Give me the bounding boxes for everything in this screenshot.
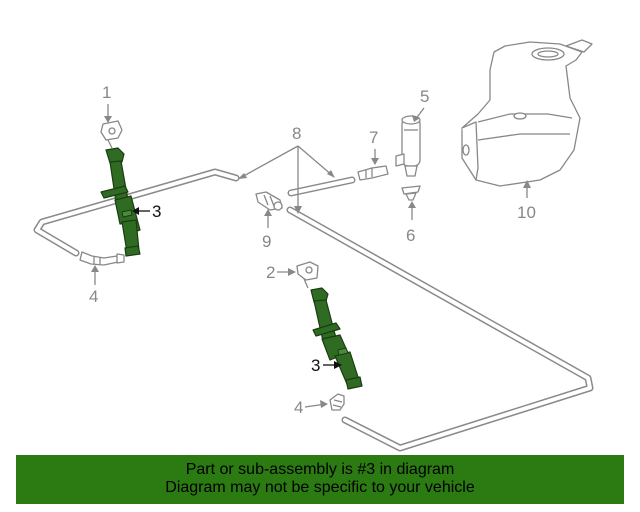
part-4-elbow-lower: [329, 393, 345, 411]
callout-6-label: 6: [406, 226, 415, 245]
callout-4-lower-label: 4: [294, 398, 303, 417]
callout-4-lower: 4: [294, 398, 328, 417]
callout-9: 9: [262, 209, 272, 251]
part-3-washer-nozzle-lower: [310, 287, 363, 390]
part-10-washer-reservoir: [461, 39, 593, 187]
washer-hose-right: [286, 206, 594, 452]
callout-1-label: 1: [102, 83, 111, 102]
part-5-washer-pump: [395, 115, 421, 177]
banner-line-2: Diagram may not be specific to your vehi…: [165, 479, 475, 496]
callout-8-label: 8: [292, 124, 301, 143]
washer-hose-upper: [287, 176, 356, 197]
part-6-grommet: [401, 185, 421, 201]
callout-6: 6: [406, 201, 416, 245]
callout-2: 2: [266, 263, 296, 282]
callout-5: 5: [412, 87, 429, 122]
part-2-nozzle-cap: [296, 261, 319, 289]
callout-4-upper: 4: [89, 265, 99, 306]
callout-7: 7: [369, 128, 379, 165]
washer-hose-left: [33, 168, 240, 257]
callout-3-upper: 3: [132, 202, 161, 221]
callout-2-label: 2: [266, 263, 275, 282]
callout-9-label: 9: [262, 232, 271, 251]
part-1-nozzle-cap: [100, 120, 123, 149]
callout-7-label: 7: [369, 128, 378, 147]
part-9-check-valve: [255, 191, 283, 211]
part-7-connector: [357, 165, 389, 181]
callout-10-label: 10: [517, 203, 536, 222]
callout-3-upper-label: 3: [152, 202, 161, 221]
part-4-elbow-upper: [79, 251, 125, 266]
callout-1: 1: [102, 83, 112, 123]
banner-line-1: Part or sub-assembly is #3 in diagram: [185, 461, 455, 478]
callout-8: 8: [238, 124, 335, 214]
callout-4-upper-label: 4: [89, 287, 98, 306]
part-3-washer-nozzle-upper: [100, 147, 141, 257]
parts-diagram: 1 3 4 8: [33, 39, 594, 452]
callout-5-label: 5: [420, 87, 429, 106]
callout-10: 10: [517, 180, 536, 222]
callout-3-lower: 3: [311, 356, 342, 375]
callout-3-lower-label: 3: [311, 356, 320, 375]
part-notice-banner: Part or sub-assembly is #3 in diagram Di…: [16, 455, 624, 504]
